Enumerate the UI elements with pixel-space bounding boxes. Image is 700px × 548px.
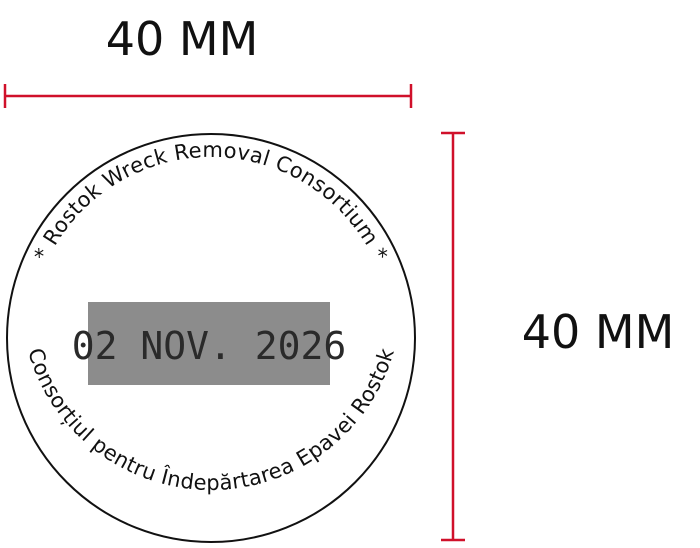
date-box: [88, 302, 330, 385]
stamp-outer-ring: [6, 133, 416, 543]
stamp-top-text: * Rostok Wreck Removal Consortium *: [29, 138, 392, 265]
height-label: 40 MM: [522, 305, 675, 359]
stamp-date: 02 NOV. 2026: [72, 324, 347, 368]
round-stamp: * Rostok Wreck Removal Consortium * Cons…: [6, 133, 416, 543]
width-dimension: 40 MM: [3, 12, 413, 108]
width-label: 40 MM: [106, 12, 259, 66]
height-dimension: 40 MM: [441, 131, 675, 542]
stamp-top-text-path: * Rostok Wreck Removal Consortium *: [29, 138, 392, 265]
